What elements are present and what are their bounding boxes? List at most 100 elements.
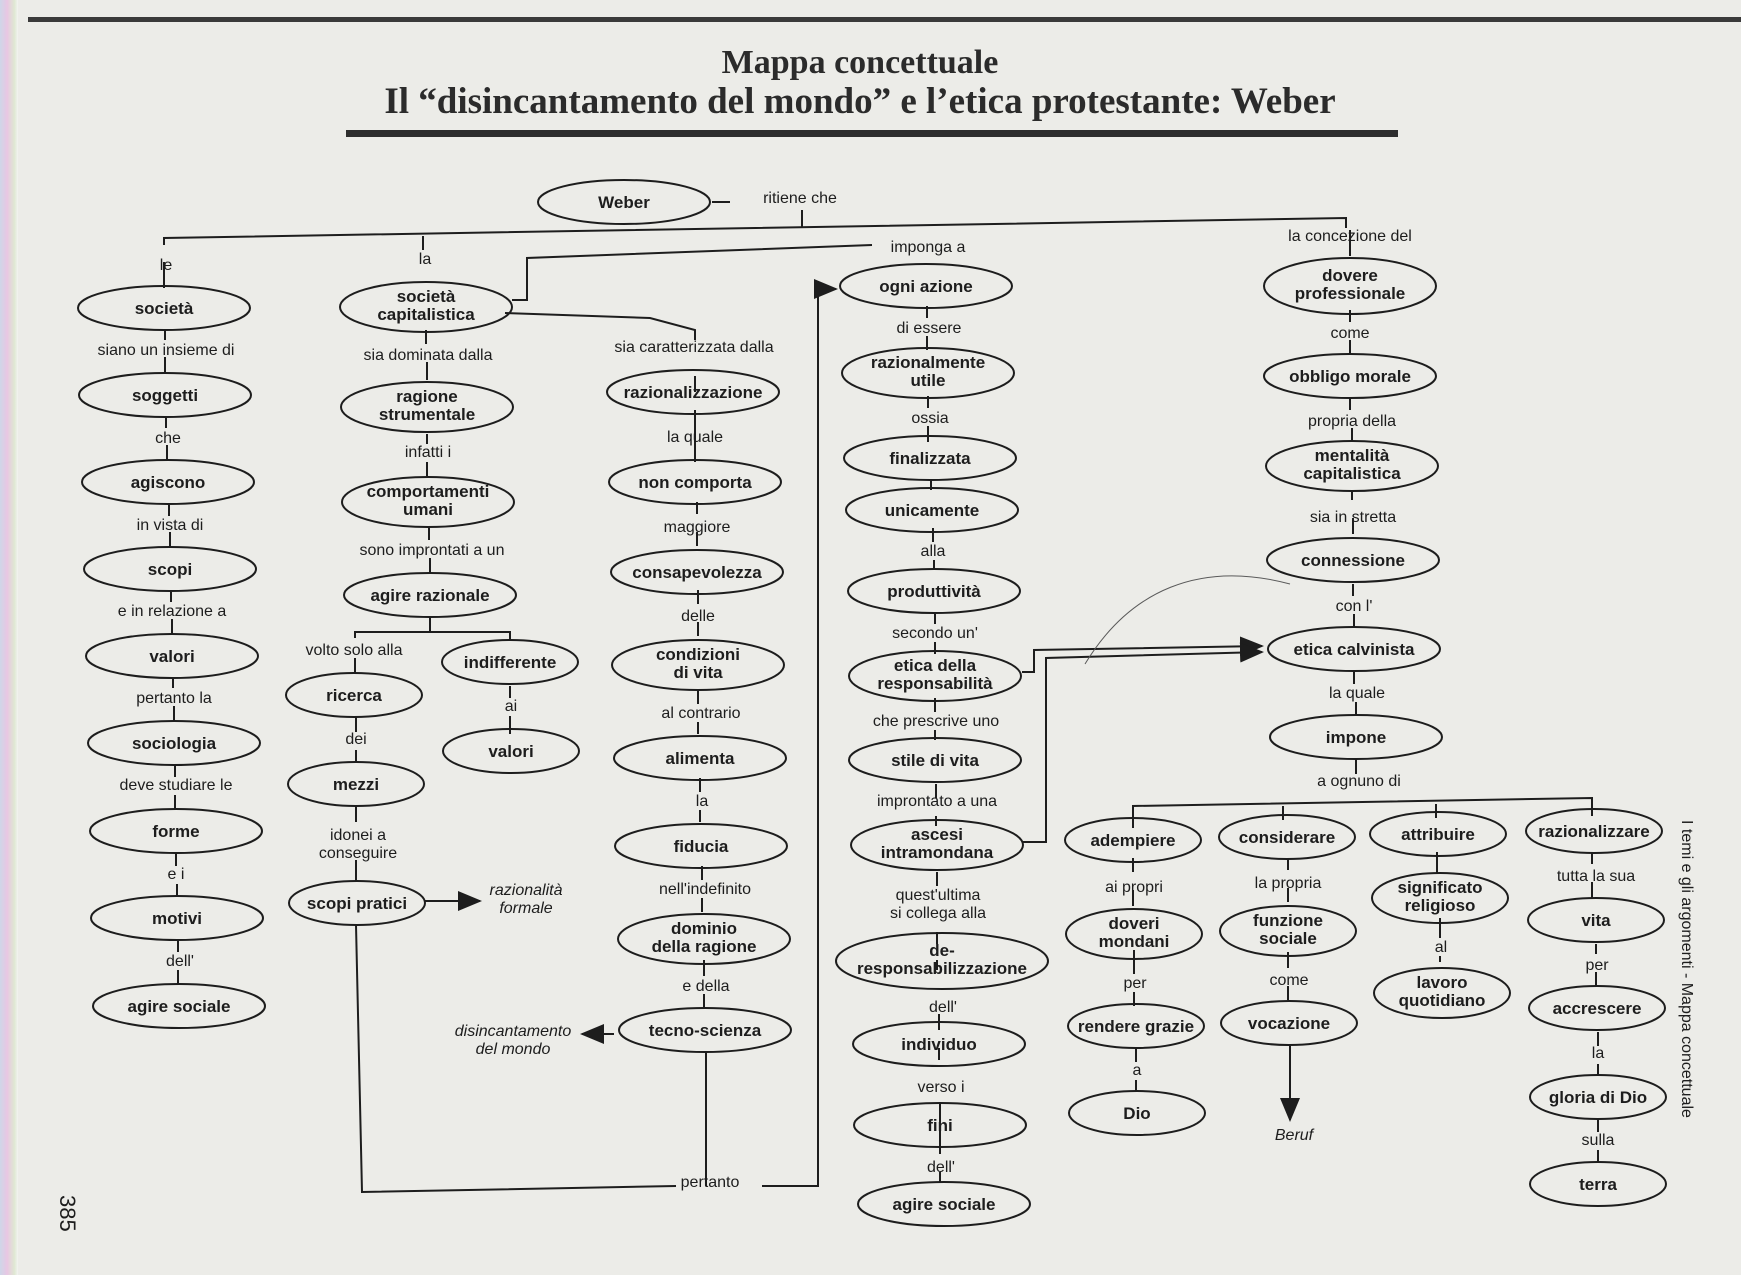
- link-pertanto: pertanto: [681, 1174, 740, 1191]
- link-quest-ultima-1: quest'ultima: [896, 887, 981, 904]
- page-number: 385: [55, 1195, 80, 1232]
- link-quest-ultima-2: si collega alla: [890, 905, 986, 922]
- link-maggiore: maggiore: [664, 519, 731, 536]
- node-agire-sociale-1: [92, 983, 266, 1029]
- scan-edge: [0, 0, 18, 1275]
- ragione-label-1: ragione: [396, 387, 457, 406]
- link-labels: ritiene che le la imponga a la concezion…: [98, 190, 1636, 1191]
- node-motivi: [90, 895, 264, 941]
- node-etica-responsabilita: [848, 650, 1022, 702]
- mentalita-label-2: capitalistica: [1303, 464, 1401, 483]
- beruf-label: Beruf: [1275, 1127, 1315, 1144]
- link-la: la: [419, 251, 432, 268]
- node-doveri-mondani: [1065, 908, 1203, 960]
- link-sulla: sulla: [1582, 1132, 1615, 1149]
- node-fini: [853, 1102, 1027, 1148]
- link-che-prescrive: che prescrive uno: [873, 713, 999, 730]
- side-notes: razionalità formale disincantamento del …: [455, 882, 1315, 1144]
- node-vita: [1527, 897, 1665, 943]
- societa-capitalistica-label-2: capitalistica: [377, 305, 475, 324]
- node-condizioni-di-vita: [611, 639, 785, 691]
- node-ascesi-intramondana: [850, 819, 1024, 871]
- ragione-label-2: strumentale: [379, 405, 475, 424]
- razionalizzazione-label: razionalizzazione: [624, 383, 763, 402]
- link-la-quale-1: la quale: [667, 429, 723, 446]
- ascesi-label-1: ascesi: [911, 825, 963, 844]
- node-ellipses: [77, 179, 1667, 1227]
- link-sia-in-stretta: sia in stretta: [1310, 509, 1396, 526]
- razionalmente-label-1: razionalmente: [871, 353, 985, 372]
- node-fiducia: [614, 823, 788, 869]
- de-resp-label-1: de-: [929, 941, 955, 960]
- link-al-contrario: al contrario: [661, 705, 740, 722]
- dio-label: Dio: [1123, 1104, 1150, 1123]
- link-per-2: per: [1585, 957, 1609, 974]
- node-significato-religioso: [1371, 872, 1509, 924]
- link-a: a: [1133, 1062, 1142, 1079]
- node-soggetti: [78, 372, 252, 418]
- link-idonei-1: idonei a: [330, 827, 386, 844]
- link-ossia: ossia: [911, 410, 948, 427]
- dovere-label-2: professionale: [1295, 284, 1406, 303]
- node-finalizzata: [843, 435, 1017, 481]
- mentalita-label-1: mentalità: [1315, 446, 1390, 465]
- node-attribuire: [1369, 811, 1507, 857]
- node-valori-2: [442, 728, 580, 774]
- fiducia-label: fiducia: [674, 837, 729, 856]
- page-sheet: [18, 0, 1741, 1275]
- condizioni-label-2: di vita: [673, 663, 723, 682]
- node-ricerca: [285, 672, 423, 718]
- node-alimenta: [613, 735, 787, 781]
- link-pertanto-la: pertanto la: [136, 690, 212, 707]
- node-ragione-strumentale: [340, 381, 514, 433]
- link-infatti-i: infatti i: [405, 444, 451, 461]
- etica-resp-label-1: etica della: [894, 656, 977, 675]
- societa-label: società: [135, 299, 194, 318]
- node-rendere-grazie: [1067, 1003, 1205, 1049]
- soggetti-label: soggetti: [132, 386, 198, 405]
- accrescere-label: accrescere: [1553, 999, 1642, 1018]
- scopi-label: scopi: [148, 560, 192, 579]
- node-accrescere: [1528, 985, 1666, 1031]
- node-mentalita-capitalistica: [1265, 440, 1439, 492]
- agire-sociale-2-label: agire sociale: [892, 1195, 995, 1214]
- dominio-label-2: della ragione: [652, 937, 757, 956]
- ascesi-label-2: intramondana: [881, 843, 994, 862]
- link-siano-insieme: siano un insieme di: [98, 342, 235, 359]
- link-la-3: la: [1592, 1045, 1605, 1062]
- dovere-label-1: dovere: [1322, 266, 1378, 285]
- weber-label: Weber: [598, 193, 650, 212]
- link-ritiene-che: ritiene che: [763, 190, 837, 207]
- produttivita-label: produttività: [887, 582, 981, 601]
- razionalmente-label-2: utile: [911, 371, 946, 390]
- vocazione-label: vocazione: [1248, 1014, 1330, 1033]
- attribuire-label: attribuire: [1401, 825, 1475, 844]
- node-de-responsabilizzazione: [835, 932, 1049, 990]
- node-gloria-di-dio: [1529, 1074, 1667, 1120]
- node-valori-1: [85, 633, 259, 679]
- node-agire-sociale-2: [857, 1181, 1031, 1227]
- link-come-2: come: [1269, 972, 1308, 989]
- node-razionalizzazione: [606, 369, 780, 415]
- link-sono-improntati: sono improntati a un: [360, 542, 505, 559]
- side-caption: I temi e gli argomenti - Mappa concettua…: [1678, 820, 1695, 1118]
- de-resp-label-2: responsabilizzazione: [857, 959, 1027, 978]
- link-tutta-la-sua: tutta la sua: [1557, 868, 1635, 885]
- consapevolezza-label: consapevolezza: [632, 563, 762, 582]
- map-heading: Mappa concettuale: [721, 44, 999, 81]
- tecno-scienza-label: tecno-scienza: [649, 1021, 762, 1040]
- obbligo-morale-label: obbligo morale: [1289, 367, 1411, 386]
- link-come-1: come: [1330, 325, 1369, 342]
- node-labels: Weber società soggetti agiscono scopi va…: [127, 193, 1649, 1214]
- ricerca-label: ricerca: [326, 686, 382, 705]
- link-verso-i: verso i: [917, 1079, 964, 1096]
- link-e-della: e della: [682, 978, 729, 995]
- funzione-label-2: sociale: [1259, 929, 1317, 948]
- node-razionalizzare: [1525, 808, 1663, 854]
- node-comportamenti-umani: [341, 476, 515, 528]
- title-underline: [346, 130, 1398, 137]
- sociologia-label: sociologia: [132, 734, 217, 753]
- valori-label: valori: [149, 647, 194, 666]
- individuo-label: individuo: [901, 1035, 977, 1054]
